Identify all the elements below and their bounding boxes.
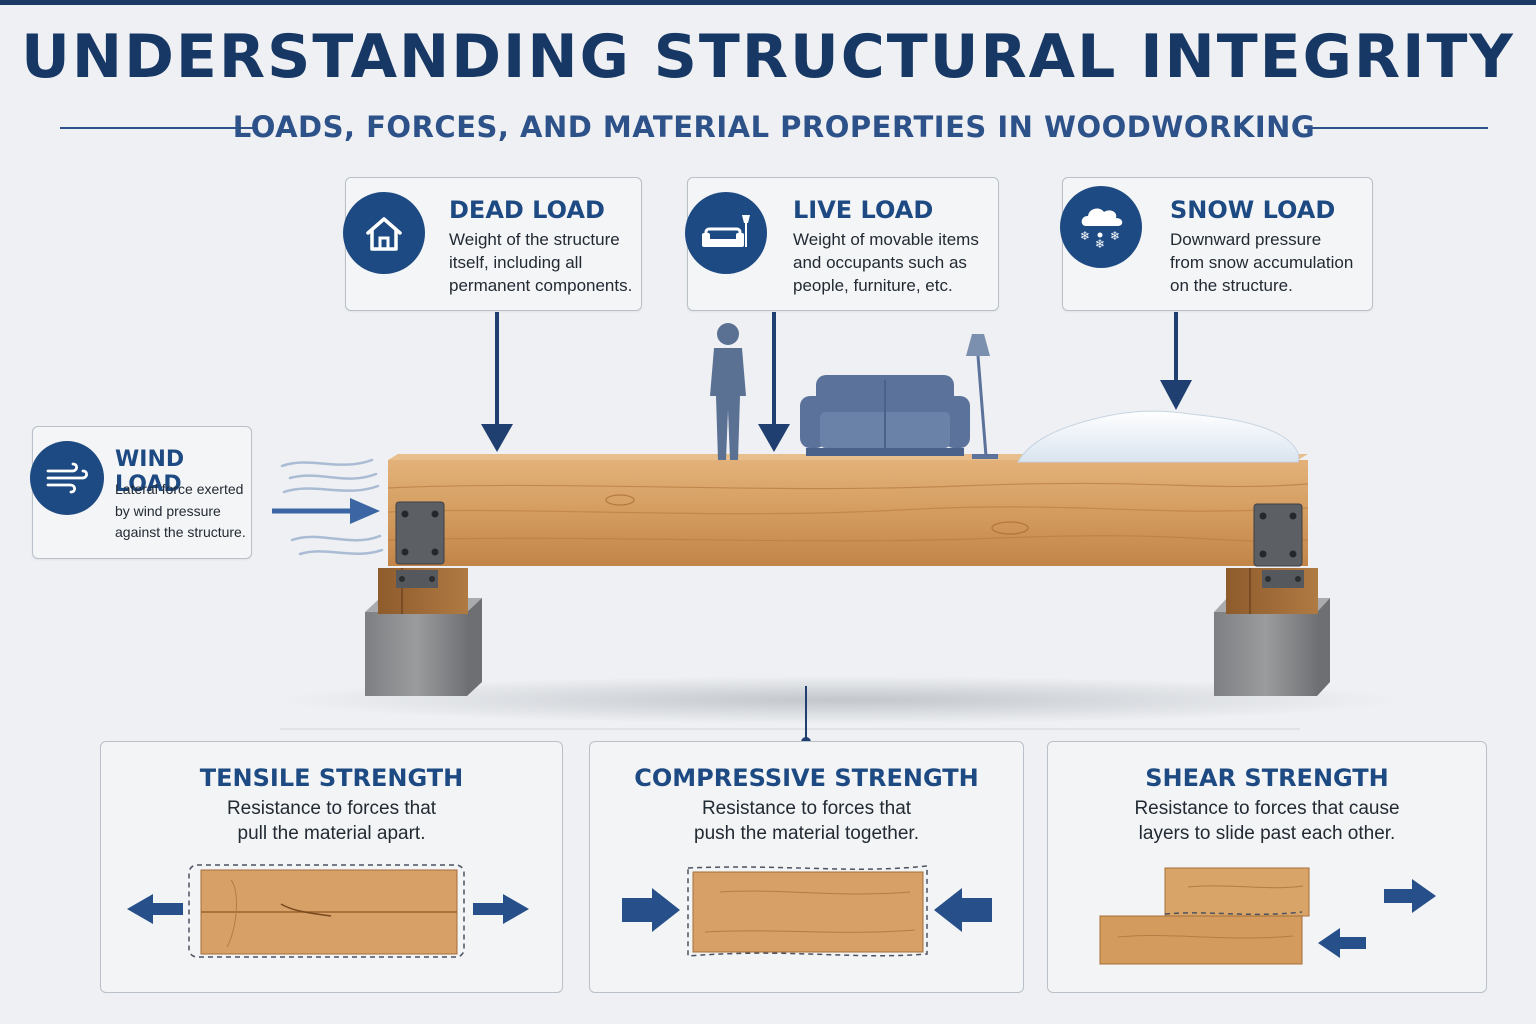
right-metal-bracket bbox=[1253, 503, 1303, 567]
dead-load-line: permanent components. bbox=[449, 276, 633, 295]
wind-load-line: Lateral force exerted bbox=[115, 481, 244, 497]
shear-right-arrow bbox=[1384, 879, 1436, 913]
floor-shadow bbox=[280, 676, 1400, 724]
tensile-strength-description: Resistance to forces that pull the mater… bbox=[101, 796, 562, 846]
compressive-wood-block bbox=[692, 871, 924, 953]
wind-streaks bbox=[280, 458, 384, 556]
live-load-card: LIVE LOAD Weight of movable items and oc… bbox=[685, 177, 999, 311]
shear-strength-title: SHEAR STRENGTH bbox=[1145, 764, 1389, 792]
live-load-title: LIVE LOAD bbox=[793, 196, 934, 224]
wind-load-card: WIND LOAD Lateral force exerted by wind … bbox=[30, 426, 252, 559]
shear-bottom-block bbox=[1099, 915, 1303, 965]
floor-lamp-figure bbox=[966, 334, 998, 459]
compressive-strength-description: Resistance to forces that push the mater… bbox=[590, 796, 1023, 846]
compressive-strength-card: COMPRESSIVE STRENGTH Resistance to force… bbox=[589, 741, 1024, 993]
page-subtitle: LOADS, FORCES, AND MATERIAL PROPERTIES I… bbox=[232, 110, 1316, 144]
tensile-line: pull the material apart. bbox=[237, 823, 426, 844]
tensile-strength-card: TENSILE STRENGTH Resistance to forces th… bbox=[100, 741, 563, 993]
shear-top-block bbox=[1164, 867, 1310, 917]
tensile-strength-title: TENSILE STRENGTH bbox=[199, 764, 464, 792]
live-load-line: and occupants such as bbox=[793, 253, 967, 272]
shear-diagram bbox=[1099, 867, 1436, 965]
dead-load-line: itself, including all bbox=[449, 253, 583, 272]
sofa-lamp-icon bbox=[685, 192, 767, 274]
snow-cloud-icon: ❄ ❄ ❄ bbox=[1060, 186, 1142, 268]
subtitle-bar: LOADS, FORCES, AND MATERIAL PROPERTIES I… bbox=[60, 106, 1488, 150]
svg-text:❄: ❄ bbox=[1095, 237, 1105, 251]
page-title: UNDERSTANDING STRUCTURAL INTEGRITY bbox=[21, 22, 1515, 92]
snow-load-title: SNOW LOAD bbox=[1170, 196, 1336, 224]
shear-strength-description: Resistance to forces that cause layers t… bbox=[1048, 796, 1486, 846]
live-load-line: people, furniture, etc. bbox=[793, 276, 953, 295]
shear-strength-card: SHEAR STRENGTH Resistance to forces that… bbox=[1047, 741, 1487, 993]
pull-left-arrow bbox=[127, 894, 183, 924]
dead-load-card: DEAD LOAD Weight of the structure itself… bbox=[343, 177, 642, 311]
dead-load-arrow bbox=[481, 312, 513, 452]
svg-text:❄: ❄ bbox=[1080, 229, 1090, 243]
snow-load-arrow bbox=[1160, 312, 1192, 410]
main-wood-beam bbox=[387, 454, 1309, 566]
sofa-figure bbox=[800, 375, 970, 456]
shear-line: layers to slide past each other. bbox=[1138, 823, 1396, 844]
person-figure bbox=[710, 323, 746, 460]
tensile-line: Resistance to forces that bbox=[226, 798, 437, 819]
left-metal-bracket bbox=[395, 501, 445, 565]
subtitle-rule-left bbox=[60, 127, 254, 129]
subtitle-rule-right bbox=[1304, 127, 1488, 129]
live-load-arrow bbox=[758, 312, 790, 452]
compressive-line: push the material together. bbox=[694, 823, 919, 844]
live-load-line: Weight of movable items bbox=[793, 230, 979, 249]
compressive-line: Resistance to forces that bbox=[701, 798, 912, 819]
dead-load-line: Weight of the structure bbox=[449, 230, 620, 249]
wind-load-line: by wind pressure bbox=[115, 502, 221, 519]
svg-text:❄: ❄ bbox=[1110, 229, 1120, 243]
top-rule bbox=[0, 0, 1536, 5]
snow-pile bbox=[1017, 410, 1300, 463]
snow-load-line: on the structure. bbox=[1170, 276, 1293, 295]
wind-load-line: against the structure. bbox=[115, 524, 246, 540]
snow-load-line: Downward pressure bbox=[1170, 230, 1322, 249]
push-right-arrow bbox=[622, 888, 680, 932]
wind-icon bbox=[30, 441, 104, 515]
wind-load-arrow bbox=[272, 498, 380, 524]
shear-line: Resistance to forces that cause bbox=[1134, 798, 1400, 819]
shear-left-arrow bbox=[1318, 928, 1366, 958]
right-wood-post bbox=[1226, 568, 1318, 614]
tensile-diagram bbox=[127, 864, 529, 958]
live-load-description: Weight of movable items and occupants su… bbox=[793, 228, 993, 297]
dead-load-description: Weight of the structure itself, includin… bbox=[449, 228, 635, 297]
wind-load-description: Lateral force exerted by wind pressure a… bbox=[115, 479, 247, 544]
left-wood-post bbox=[378, 568, 468, 614]
house-icon bbox=[343, 192, 425, 274]
compressive-diagram bbox=[622, 865, 992, 957]
snow-load-line: from snow accumulation bbox=[1170, 253, 1354, 272]
pull-right-arrow bbox=[473, 894, 529, 924]
compressive-strength-title: COMPRESSIVE STRENGTH bbox=[634, 764, 979, 792]
dead-load-title: DEAD LOAD bbox=[449, 196, 605, 224]
wind-load-title: WIND LOAD bbox=[115, 447, 185, 497]
snow-load-description: Downward pressure from snow accumulation… bbox=[1170, 228, 1366, 297]
snow-load-card: ❄ ❄ ❄ SNOW LOAD Downward pressure from s… bbox=[1060, 177, 1373, 311]
push-left-arrow bbox=[934, 888, 992, 932]
